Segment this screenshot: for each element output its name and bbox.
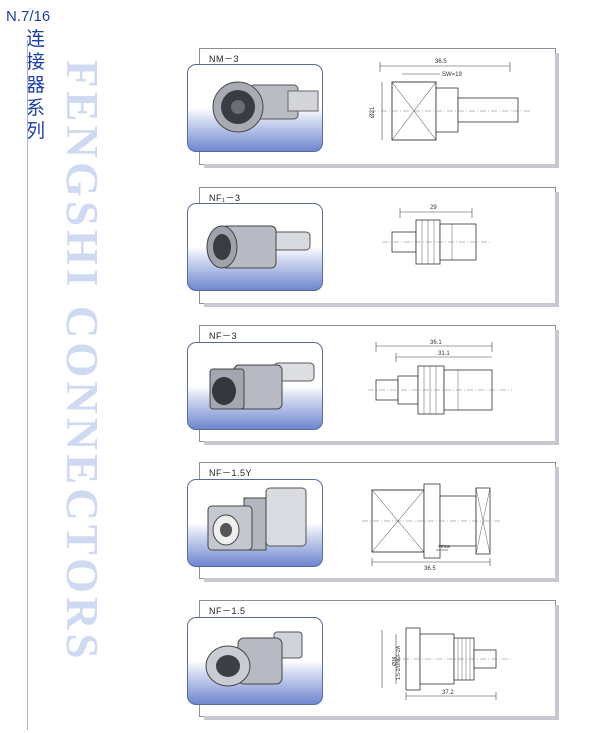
technical-drawing-nf15y: 4max 36.5	[362, 474, 542, 579]
technical-drawing-nf15: 1.5-2/UNEF-2A Ø14 37.2	[362, 612, 542, 717]
product-photo-nm3	[187, 64, 323, 152]
product-label: NM－3	[209, 54, 240, 64]
product-label: NF－1.5	[209, 606, 246, 616]
dim-length-inner: 31.1	[438, 351, 450, 357]
dim-wrench: SW=19	[442, 72, 463, 78]
series-model: N.7/16	[6, 8, 51, 25]
dim-length: 29	[430, 205, 437, 211]
dim-diameter: Ø14	[392, 656, 398, 666]
dim-diameter: Ø21	[370, 106, 376, 118]
product-photo-nf3	[187, 342, 323, 430]
product-photo-nf1-3	[187, 203, 323, 291]
connector-photo-icon	[205, 631, 303, 687]
technical-drawing-nf1-3: 29	[362, 196, 542, 301]
product-photo-nf15	[187, 617, 323, 705]
product-label: NF－3	[209, 331, 238, 341]
product-photo-nf15y	[187, 479, 323, 567]
watermark-text: FENGSHI CONNECTORS	[57, 60, 107, 663]
connector-photo-icon	[212, 81, 319, 133]
product-label: NF－1.5Y	[209, 468, 253, 478]
dim-thread: 1.5-2/UNEF-2A	[396, 645, 402, 680]
technical-drawing-nm3: 36.5 SW=19 Ø21	[362, 52, 542, 157]
connector-photo-icon	[206, 225, 311, 269]
connector-photo-icon	[207, 487, 307, 551]
connector-photo-icon	[209, 362, 315, 410]
technical-drawing-nf3: 36.1 31.1	[362, 336, 542, 441]
dim-length: 36.1	[430, 340, 442, 346]
dim-length: 36.5	[424, 566, 436, 572]
dim-panel: 4max	[438, 544, 451, 550]
dim-length: 36.5	[435, 59, 447, 65]
dim-length: 37.2	[442, 690, 454, 696]
series-title: N.7/16 连接器系列	[6, 8, 50, 143]
product-label: NF₁－3	[209, 193, 241, 203]
series-name-cn: 连接器系列	[26, 28, 46, 142]
margin-rule	[27, 40, 28, 730]
